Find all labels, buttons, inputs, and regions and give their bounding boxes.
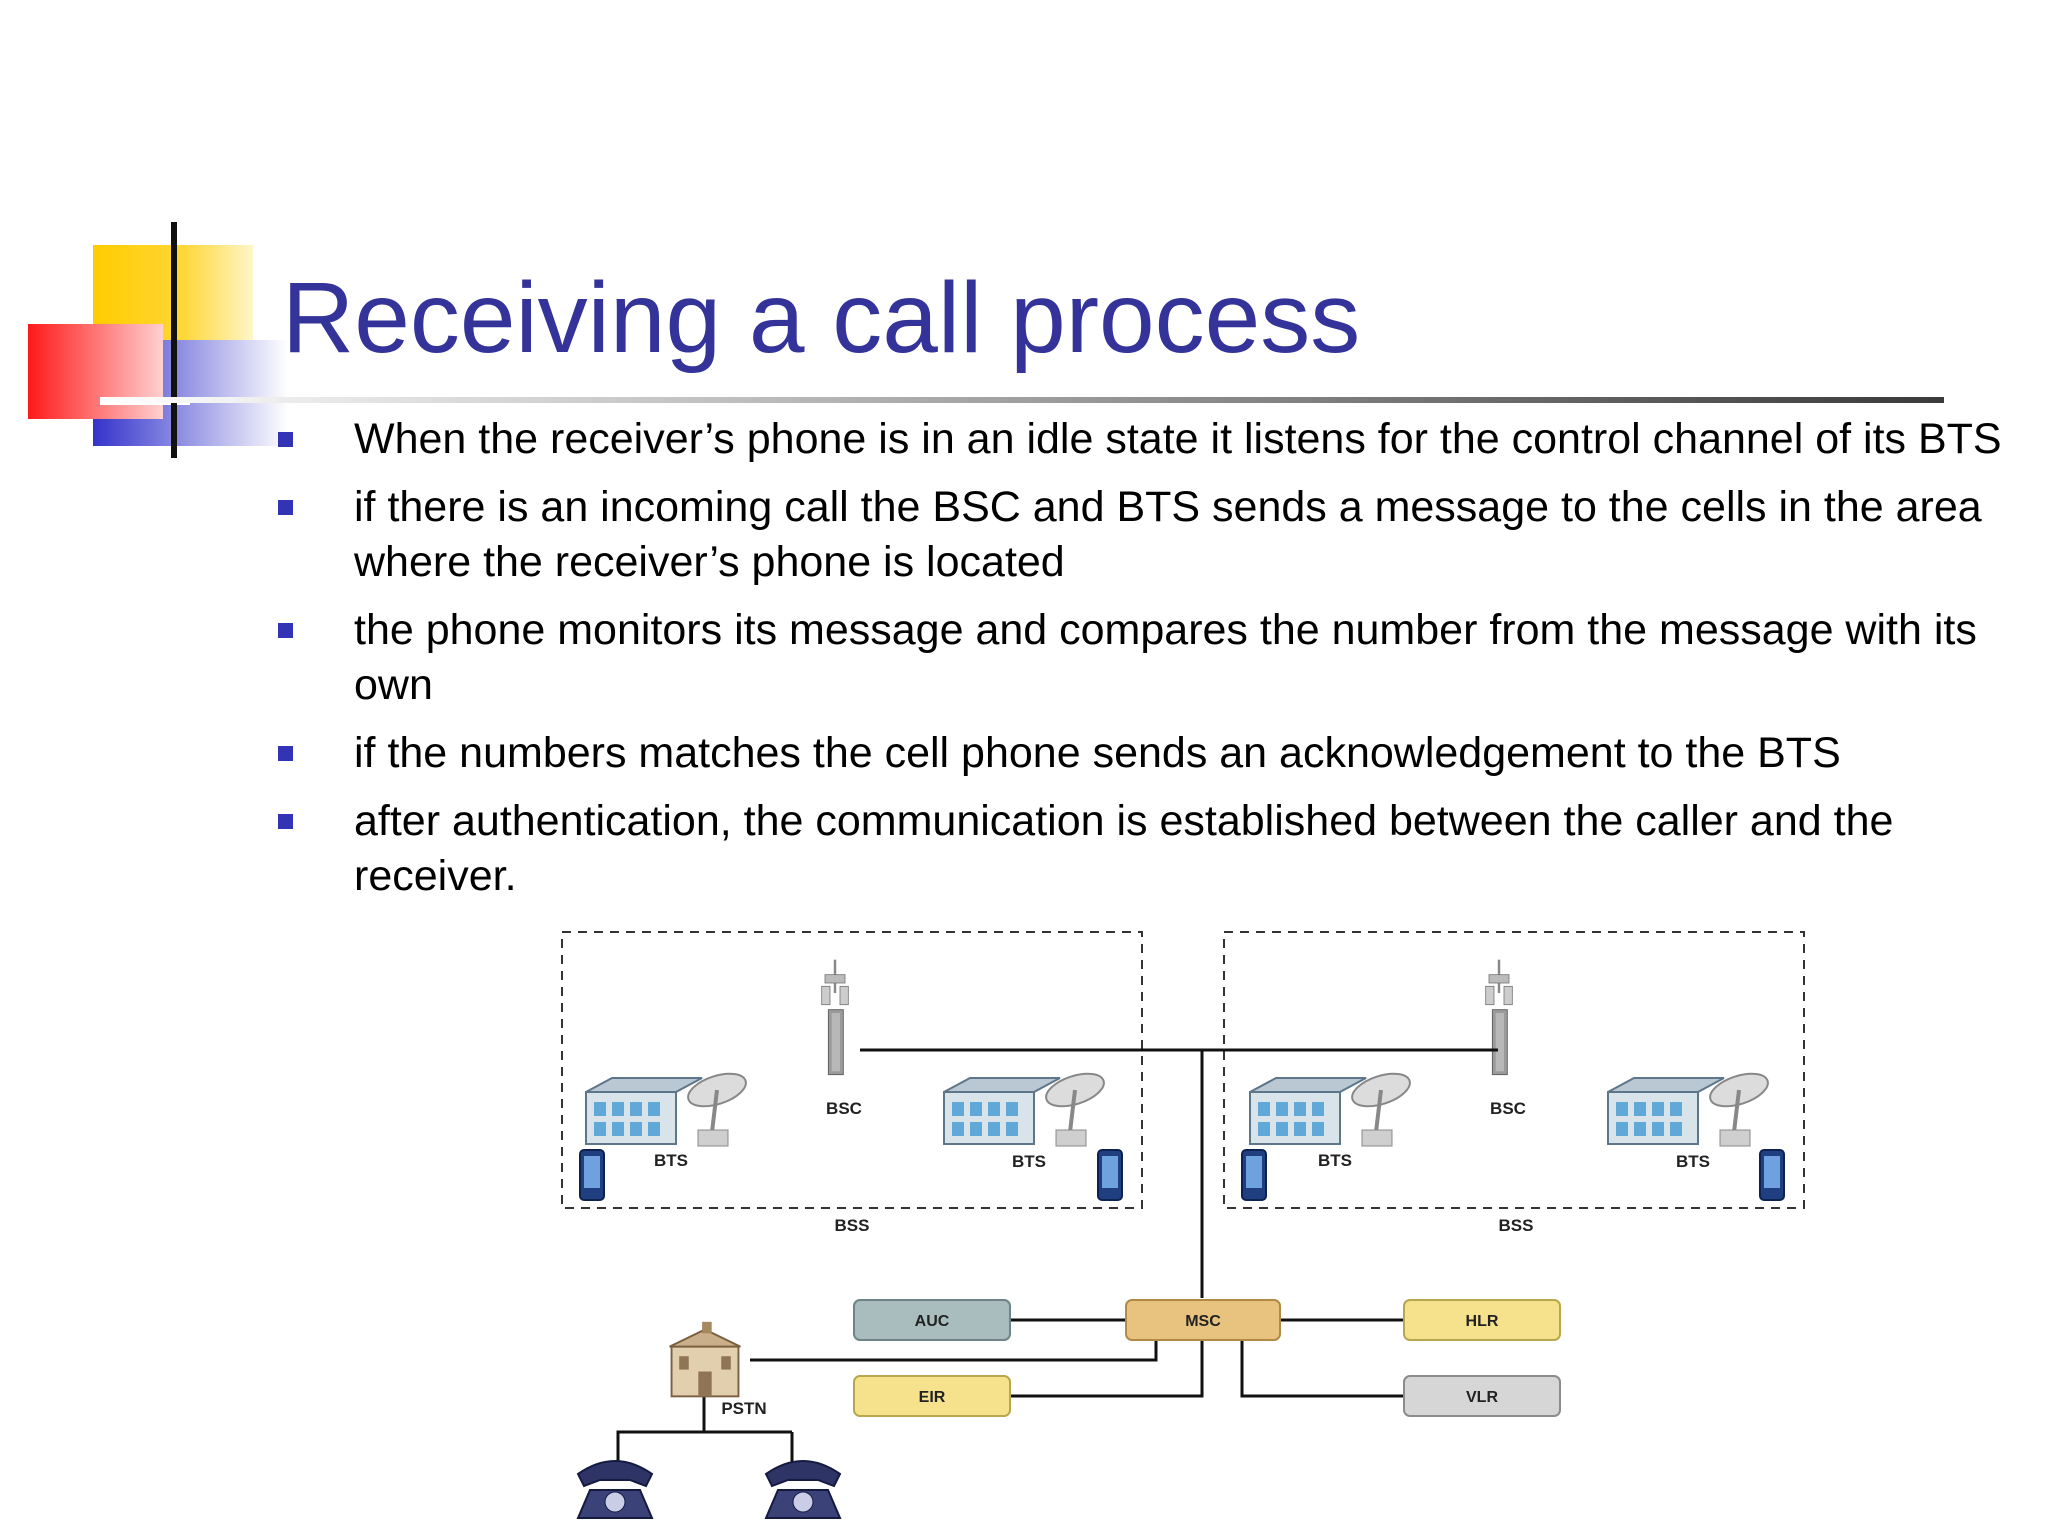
bullet-text: if the numbers matches the cell phone se…: [354, 729, 1841, 777]
msc-to-vlr-link: [1240, 1338, 1404, 1398]
bullet-text: When the receiver’s phone is in an idle …: [354, 415, 2002, 463]
vlr-label: VLR: [1466, 1389, 1498, 1406]
bullet-item: after authentication, the communication …: [278, 794, 2018, 904]
bullet-marker-icon: [278, 746, 293, 761]
right-mobile-phone-icon: [1241, 1149, 1267, 1201]
left-mobile-phone-2-icon: [1097, 1149, 1123, 1201]
auc-box: [853, 1299, 1011, 1341]
right-bss-label: BSS: [1499, 1216, 1534, 1235]
right-bts-label-2: BTS: [1676, 1152, 1710, 1171]
bullet-item: if there is an incoming call the BSC and…: [278, 480, 2018, 590]
left-bts-site-2-icon: [942, 1070, 1110, 1148]
pstn-building-icon: [668, 1320, 742, 1398]
vlr-box: [1403, 1375, 1561, 1417]
right-bsc-tower-icon: [1484, 958, 1514, 1076]
left-bts-label-2: BTS: [1012, 1152, 1046, 1171]
msc-to-eir-link: [1010, 1338, 1204, 1398]
right-bsc-label: BSC: [1490, 1099, 1526, 1118]
bullet-marker-icon: [278, 623, 293, 638]
right-bts-site-icon: [1248, 1070, 1416, 1148]
right-bss-boundary: [1223, 931, 1805, 1209]
telephone-2-icon: [765, 1460, 841, 1519]
auc-label: AUC: [915, 1313, 950, 1330]
left-bss-label: BSS: [835, 1216, 870, 1235]
bullet-text: the phone monitors its message and compa…: [354, 606, 1977, 709]
left-bsc-tower-icon: [820, 958, 850, 1076]
eir-label: EIR: [919, 1389, 946, 1406]
gsm-network-diagram: BSC BTS BTS BSS BSC BTS BTS BSS AUC MSC …: [561, 931, 1805, 1519]
pstn-label: PSTN: [721, 1399, 766, 1418]
left-bts-label: BTS: [654, 1151, 688, 1170]
left-mobile-phone-icon: [579, 1149, 605, 1201]
msc-box: [1125, 1299, 1281, 1341]
bullet-item: the phone monitors its message and compa…: [278, 603, 2018, 713]
title-underline: [100, 397, 1944, 403]
eir-box: [853, 1375, 1011, 1417]
hlr-box: [1403, 1299, 1561, 1341]
telephone-icon: [577, 1460, 653, 1519]
bullet-text: after authentication, the communication …: [354, 797, 1894, 900]
msc-label: MSC: [1185, 1313, 1221, 1330]
bullet-text: if there is an incoming call the BSC and…: [354, 483, 1982, 586]
hlr-label: HLR: [1466, 1313, 1499, 1330]
right-mobile-phone-2-icon: [1759, 1149, 1785, 1201]
slide-logo: [28, 222, 288, 458]
right-bts-site-2-icon: [1606, 1070, 1774, 1148]
right-bts-label: BTS: [1318, 1151, 1352, 1170]
bullet-marker-icon: [278, 432, 293, 447]
bullet-list: When the receiver’s phone is in an idle …: [278, 412, 2018, 917]
slide-title: Receiving a call process: [282, 262, 1361, 374]
left-bsc-label: BSC: [826, 1099, 862, 1118]
bullet-item: When the receiver’s phone is in an idle …: [278, 412, 2018, 467]
bullet-marker-icon: [278, 814, 293, 829]
bullet-marker-icon: [278, 500, 293, 515]
left-bts-site-icon: [584, 1070, 752, 1148]
pstn-to-phones-link: [616, 1392, 706, 1466]
msc-to-pstn-link: [750, 1338, 1158, 1362]
bullet-item: if the numbers matches the cell phone se…: [278, 726, 2018, 781]
left-bss-boundary: [561, 931, 1143, 1209]
